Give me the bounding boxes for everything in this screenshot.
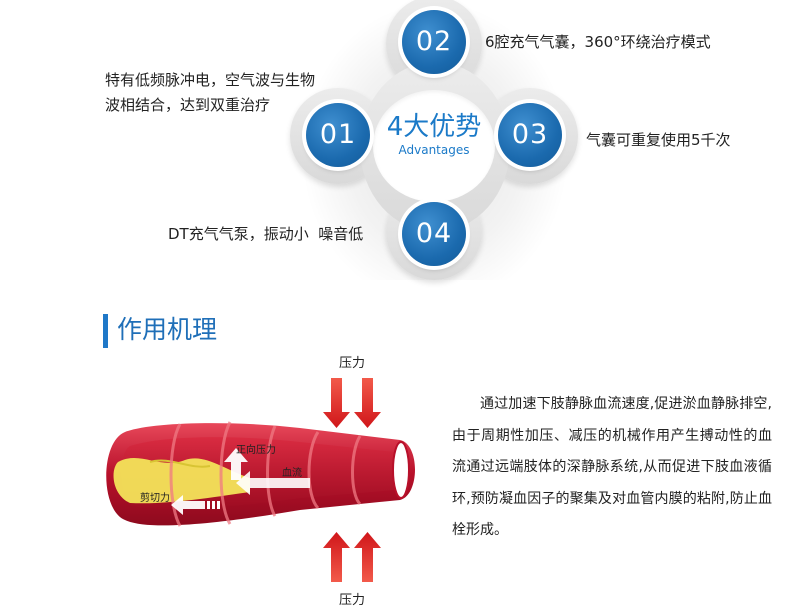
pressure-arrow-up-icon [323,532,350,582]
advantage-text-01: 特有低频脉冲电，空气波与生物 波相结合，达到双重治疗 [105,68,315,118]
advantage-text-line: 波相结合，达到双重治疗 [105,96,271,114]
pressure-arrow-down-icon [323,378,350,428]
blood-flow-label: 血流 [282,466,302,479]
advantages-subtitle: Advantages [398,143,470,157]
advantage-text-03: 气囊可重复使用5千次 [586,128,731,153]
advantage-text-04: DT充气气泵，振动小 噪音低 [168,222,363,247]
forward-pressure-label: 正向压力 [236,443,276,456]
blood-vessel [106,421,415,527]
pressure-arrow-down-icon [354,378,381,428]
pressure-arrow-up-icon [354,532,381,582]
advantages-title: 4大优势 [386,112,482,142]
advantage-text-line: 气囊可重复使用5千次 [586,131,731,149]
section-title-bar [103,314,108,348]
advantage-badge-03: 03 [498,103,562,167]
advantage-badge-04: 04 [402,202,466,266]
center-disc [373,90,495,202]
forward-pressure-arrow-icon [224,448,248,480]
advantage-badge-01: 01 [306,103,370,167]
advantage-text-02: 6腔充气气囊，360°环绕治疗模式 [485,30,711,55]
shear-force-label: 剪切力 [140,491,170,504]
advantage-text-line: DT充气气泵，振动小 噪音低 [168,225,364,243]
shear-force-arrow-icon [171,495,220,515]
section-title: 作用机理 [117,315,218,344]
advantage-text-line: 6腔充气气囊，360°环绕治疗模式 [485,33,711,51]
blood-flow-arrow-icon [236,471,310,495]
pressure-arrows-bottom [323,532,381,582]
pressure-label-bottom: 压力 [339,593,366,608]
advantage-badge-02: 02 [402,10,466,74]
pressure-arrows-top [323,378,381,428]
advantage-text-line: 特有低频脉冲电，空气波与生物 [105,71,316,89]
mechanism-description: 通过加速下肢静脉血流速度,促进淤血静脉排空,由于周期性加压、减压的机械作用产生搏… [452,396,772,538]
pressure-label-top: 压力 [339,356,366,371]
